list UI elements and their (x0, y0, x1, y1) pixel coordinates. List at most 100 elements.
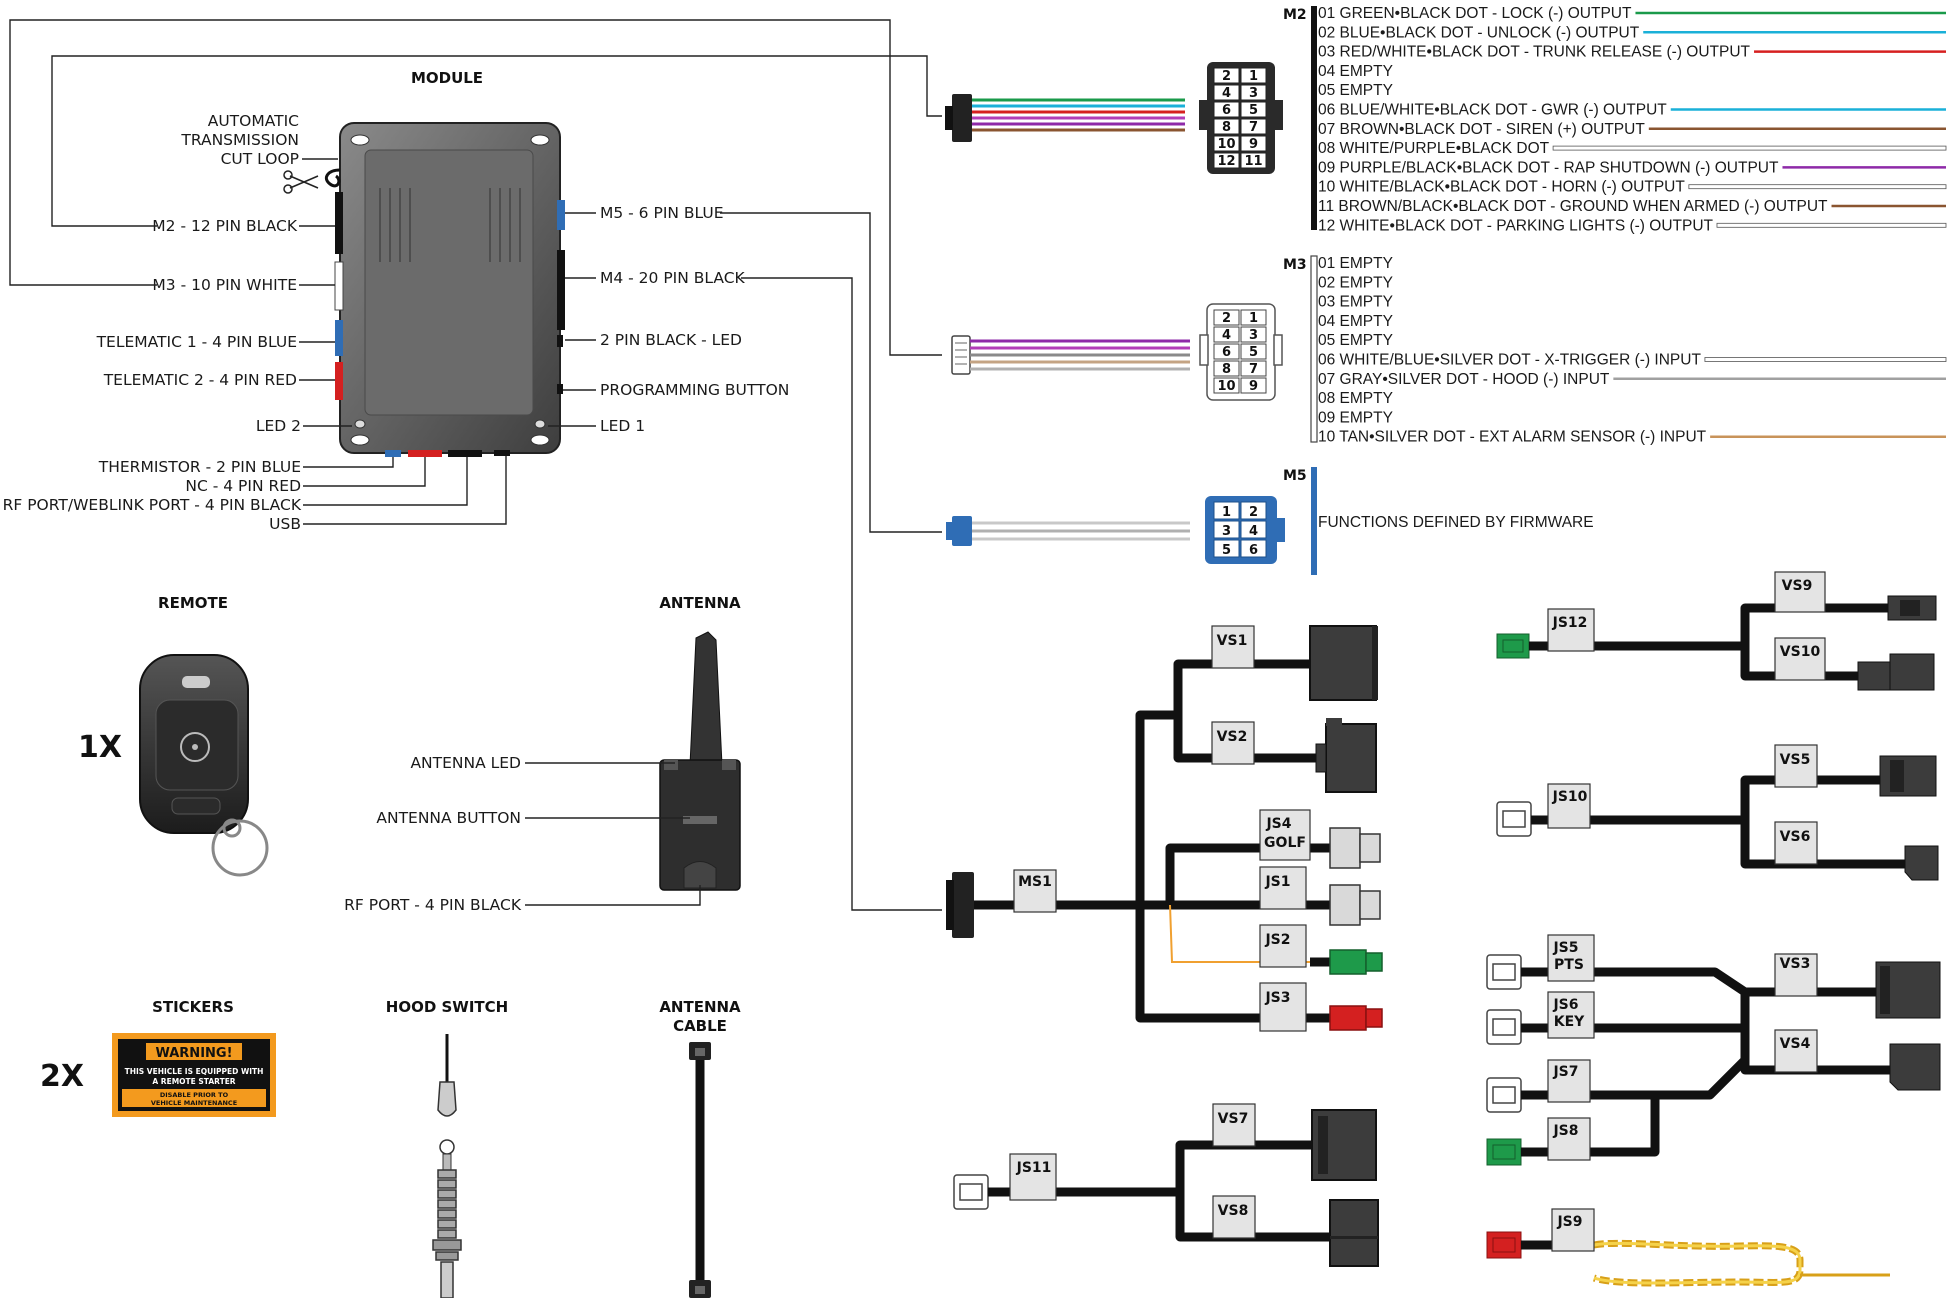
m2-wire (1552, 145, 1947, 151)
led2-callout: LED 2 (256, 417, 301, 435)
js10-label: JS10 (1552, 789, 1588, 805)
ms1-label: MS1 (1018, 874, 1052, 890)
cut-loop-label-2: TRANSMISSION (180, 131, 299, 149)
m2-pin-label: 12 WHITE•BLACK DOT - PARKING LIGHTS (-) … (1318, 217, 1714, 234)
vs9-tag (1774, 571, 1826, 613)
m3-pin-cell (1213, 343, 1240, 360)
module-body (283, 122, 565, 457)
programming-button-callout: PROGRAMMING BUTTON (600, 381, 789, 399)
m2-pin-cell (1213, 152, 1240, 169)
m3-pin-number: 3 (1249, 328, 1258, 343)
sticker-line-4: VEHICLE MAINTENANCE (151, 1099, 237, 1107)
js11-label: JS11 (1016, 1160, 1052, 1176)
antenna-rfport-callout: RF PORT - 4 PIN BLACK (344, 896, 522, 914)
js4-connector (1329, 827, 1381, 869)
antenna-title: ANTENNA (659, 594, 741, 612)
m3-pin-number: 1 (1249, 311, 1258, 326)
antenna-led-callout: ANTENNA LED (410, 754, 521, 772)
js3-tag (1259, 982, 1307, 1032)
js12-label: JS12 (1552, 615, 1588, 631)
m3-pin-number: 6 (1222, 345, 1231, 360)
m3-pin-label: 05 EMPTY (1318, 332, 1393, 349)
vs8-label: VS8 (1218, 1203, 1249, 1219)
m3-pin-cell (1213, 360, 1240, 377)
js6-key-label: KEY (1554, 1014, 1585, 1030)
vs1-label: VS1 (1217, 633, 1248, 649)
m3-pin-cell (1240, 377, 1267, 394)
m2-wire (1716, 222, 1947, 228)
js9-tag (1551, 1208, 1595, 1252)
hood-switch-title: HOOD SWITCH (386, 998, 508, 1016)
vs4-tag (1774, 1029, 1818, 1073)
antenna-cable (689, 1042, 711, 1298)
m2-pin-number: 5 (1249, 103, 1258, 118)
m2-pin-label: 10 WHITE/BLACK•BLACK DOT - HORN (-) OUTP… (1318, 179, 1685, 196)
vs10-label: VS10 (1780, 644, 1821, 660)
vs3-tag (1774, 953, 1818, 997)
m2-pin-label: 07 BROWN•BLACK DOT - SIREN (+) OUTPUT (1318, 121, 1645, 138)
m2-pin-number: 6 (1222, 103, 1231, 118)
m3-pin-cell (1240, 326, 1267, 343)
js5-pts-label: PTS (1554, 957, 1584, 973)
vs2-tag (1211, 721, 1255, 765)
m5-pin-number: 2 (1249, 505, 1258, 520)
m2-callout: M2 - 12 PIN BLACK (152, 217, 298, 235)
js8-label: JS8 (1552, 1123, 1578, 1139)
rfport-callout: RF PORT/WEBLINK PORT - 4 PIN BLACK (3, 496, 302, 514)
m5-label: M5 (1283, 468, 1307, 484)
antenna-cable-title-1: ANTENNA (659, 998, 741, 1016)
m3-pin-cell (1240, 343, 1267, 360)
remote-fob (139, 654, 269, 877)
vs5-label: VS5 (1780, 752, 1811, 768)
led-connector-callout: 2 PIN BLACK - LED (600, 331, 742, 349)
m5-pin-number: 5 (1222, 543, 1231, 558)
m3-pin-number: 9 (1249, 379, 1258, 394)
sticker-warning-text: WARNING! (155, 1046, 232, 1061)
m2-pin-number: 12 (1217, 154, 1235, 169)
vs2-label: VS2 (1217, 729, 1248, 745)
led1-callout: LED 1 (600, 417, 645, 435)
m4-callout: M4 - 20 PIN BLACK (600, 269, 746, 287)
m2-pin-cell (1240, 118, 1267, 135)
js5-tag (1547, 934, 1595, 982)
js6-tag (1547, 991, 1595, 1039)
ms1-tag (1013, 869, 1057, 913)
m3-label: M3 (1283, 257, 1307, 273)
m2-pin-label: 01 GREEN•BLACK DOT - LOCK (-) OUTPUT (1318, 5, 1632, 22)
m2-label: M2 (1283, 7, 1307, 23)
m3-pin-cell (1213, 326, 1240, 343)
m3-pin-label: 03 EMPTY (1318, 294, 1393, 311)
m3-pin-label: 01 EMPTY (1318, 255, 1393, 272)
m2-pin-label: 06 BLUE/WHITE•BLACK DOT - GWR (-) OUTPUT (1318, 102, 1667, 119)
m2-pin-cell (1240, 67, 1267, 84)
remote-qty: 1X (78, 730, 122, 765)
m2-pin-number: 11 (1244, 154, 1262, 169)
m2-pin-number: 3 (1249, 86, 1258, 101)
m3-pin-number: 10 (1217, 379, 1235, 394)
js6-label: JS6 (1552, 997, 1578, 1013)
m2-pin-number: 9 (1249, 137, 1258, 152)
m2-pin-label: 08 WHITE/PURPLE•BLACK DOT (1318, 140, 1550, 157)
m2-pin-cell (1240, 84, 1267, 101)
m2-pin-cell (1213, 101, 1240, 118)
vs7-label: VS7 (1218, 1111, 1249, 1127)
hood-switch (432, 1034, 462, 1298)
js4-golf-label: GOLF (1264, 835, 1306, 851)
antenna-unit (659, 631, 741, 891)
m3-pin-label: 04 EMPTY (1318, 313, 1393, 330)
js7-tag (1547, 1059, 1591, 1103)
stickers-title: STICKERS (152, 998, 234, 1016)
vs1-connector (1309, 625, 1378, 701)
js12-tag (1547, 608, 1595, 652)
m2-plug (945, 94, 1185, 142)
m5-functions: FUNCTIONS DEFINED BY FIRMWARE (1318, 514, 1594, 531)
nc-callout: NC - 4 PIN RED (185, 477, 301, 495)
m5-pin-cell (1240, 539, 1267, 558)
sticker-line-2: A REMOTE STARTER (152, 1077, 235, 1086)
m5-pin-cell (1240, 501, 1267, 520)
js11-tag (1009, 1153, 1057, 1201)
m2-pin-cell (1213, 84, 1240, 101)
m2-pin-cell (1213, 135, 1240, 152)
